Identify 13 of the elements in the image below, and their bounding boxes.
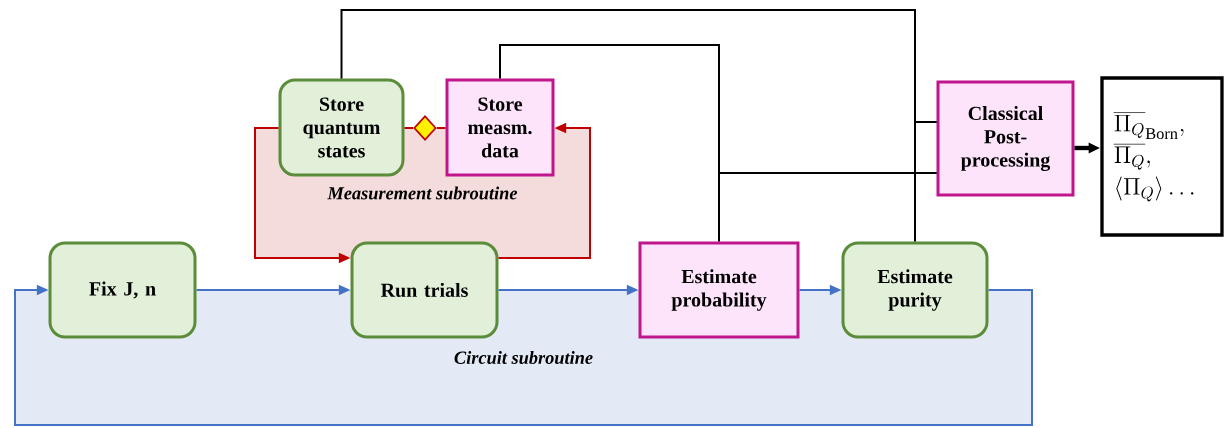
connector-line xyxy=(718,172,938,243)
process-box: Store quantum states xyxy=(278,78,405,177)
process-box: Estimate probability xyxy=(638,241,800,339)
connector-line xyxy=(403,127,415,129)
output-box: $\overline{\Pi_Q}_{\mathrm{Born}},$ $\overline{\Pi_Q},$ $\langle\Pi_Q\rangle\ldots$ xyxy=(1100,76,1224,237)
connector-line xyxy=(435,127,447,129)
connector-line xyxy=(914,121,938,243)
process-box: Store measm. data xyxy=(445,78,555,177)
process-box: Estimate purity xyxy=(841,241,989,339)
process-box: Fix J, n xyxy=(48,241,197,339)
diamond-symbol xyxy=(413,115,437,141)
process-box: Classical Post-processing xyxy=(936,80,1075,197)
process-box: Run trials xyxy=(350,241,499,339)
